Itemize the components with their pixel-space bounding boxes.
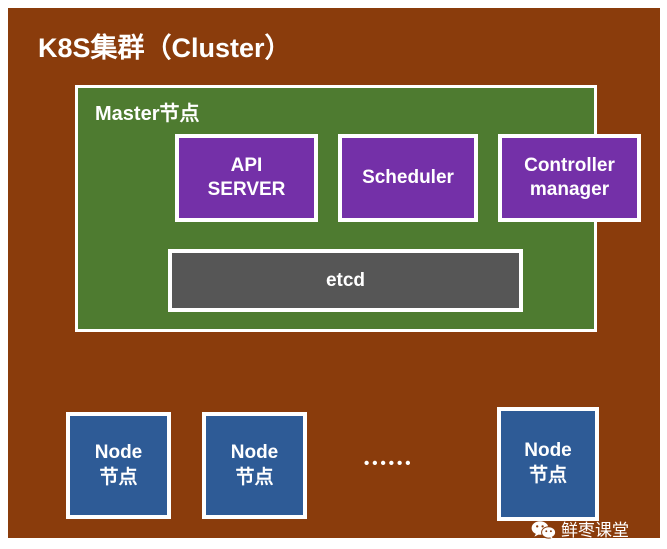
controller-manager-label-line1: Controller	[524, 155, 615, 177]
master-node-title: Master节点	[95, 103, 200, 125]
component-api-server: API SERVER	[175, 134, 318, 222]
worker-node-2-label-en: Node	[230, 441, 279, 463]
component-scheduler: Scheduler	[338, 134, 478, 222]
worker-node-3: Node 节点	[497, 407, 599, 521]
controller-manager-label: Controller manager	[524, 154, 615, 202]
worker-node-3-label-en: Node	[524, 440, 572, 462]
worker-node-1: Node 节点	[66, 412, 171, 519]
watermark-text: 鲜枣课堂	[561, 520, 629, 540]
component-etcd: etcd	[168, 249, 523, 312]
watermark: 鲜枣课堂	[531, 519, 629, 541]
controller-manager-label-line2: manager	[529, 179, 610, 200]
worker-node-1-label-zh: 节点	[99, 466, 138, 488]
cluster-title: K8S集群（Cluster）	[38, 33, 292, 63]
api-server-label: API SERVER	[208, 154, 286, 202]
master-node-container: Master节点 API SERVER Scheduler Controller…	[75, 85, 641, 332]
scheduler-label: Scheduler	[362, 167, 454, 189]
wechat-icon	[531, 520, 557, 540]
worker-node-3-label-zh: 节点	[528, 465, 567, 486]
nodes-ellipsis: ••••••	[364, 455, 414, 472]
etcd-label: etcd	[325, 269, 366, 291]
component-controller-manager: Controller manager	[498, 134, 641, 222]
worker-node-2-label-zh: 节点	[235, 466, 274, 488]
worker-node-1-label-en: Node	[94, 441, 143, 463]
worker-node-2: Node 节点	[202, 412, 307, 519]
k8s-cluster-container: K8S集群（Cluster） Master节点 API SERVER Sched…	[8, 8, 660, 541]
api-server-label-line1: API	[230, 155, 263, 177]
api-server-label-line2: SERVER	[207, 179, 286, 200]
